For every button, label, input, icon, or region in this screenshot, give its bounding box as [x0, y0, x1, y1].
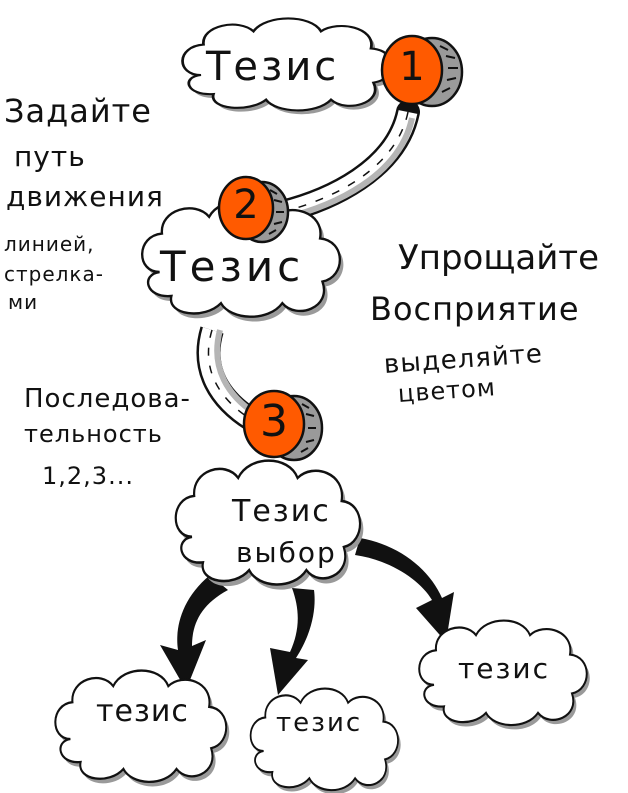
- path-connector-1-2: [270, 100, 420, 224]
- annotation-path-line6: ми: [8, 290, 39, 314]
- annotation-path-line5: стрелка-: [4, 262, 104, 286]
- annotation-sequence-line3: 1,2,3...: [42, 462, 134, 490]
- arrow-right-icon: [355, 538, 454, 642]
- annotation-path-line3: движения: [6, 180, 164, 213]
- annotation-path-line1: Задайте: [4, 92, 152, 130]
- badge-2: [217, 175, 290, 244]
- badge-3-number: 3: [260, 396, 288, 447]
- annotation-simplify-line2: Восприятие: [370, 290, 580, 328]
- cloud-5: [249, 687, 401, 793]
- annotation-sequence-line2: тельность: [24, 420, 163, 448]
- branch-arrows: [160, 538, 454, 695]
- cloud-2-label: Тезис: [160, 242, 305, 291]
- cloud-3-sublabel: выбор: [236, 536, 337, 569]
- badge-3: [242, 389, 324, 462]
- badge-1-number: 1: [399, 44, 425, 90]
- annotation-sequence-line1: Последова-: [24, 384, 191, 414]
- badge-2-number: 2: [233, 182, 259, 228]
- annotation-path-line2: путь: [14, 140, 86, 173]
- annotation-path-line4: линией,: [4, 232, 95, 256]
- badge-1: [380, 34, 464, 108]
- cloud-1-label: Тезис: [206, 44, 340, 90]
- cloud-6-label: тезис: [458, 652, 551, 685]
- arrow-left-icon: [160, 575, 228, 690]
- cloud-4-label: тезис: [96, 694, 189, 729]
- arrow-middle-icon: [270, 588, 315, 695]
- annotation-simplify-line1: Упрощайте: [398, 238, 600, 278]
- cloud-3-label: Тезис: [232, 494, 331, 529]
- cloud-5-label: тезис: [276, 708, 363, 738]
